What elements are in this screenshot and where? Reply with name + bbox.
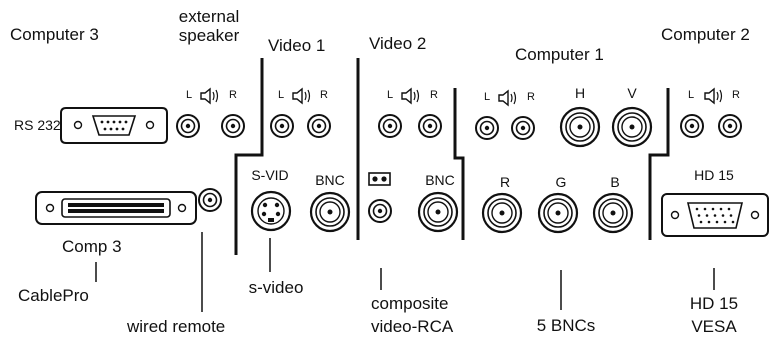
composite-rca-jack <box>368 199 392 223</box>
audio-jack-computer3-left <box>176 114 200 138</box>
bnc-connector-h <box>559 106 601 148</box>
audio-jack-video2-left <box>378 114 402 138</box>
section-title-computer3: Computer 3 <box>10 25 99 44</box>
section-title-computer1: Computer 1 <box>515 45 604 64</box>
audio-jack-computer2-right <box>718 114 742 138</box>
divider-video2-computer1 <box>453 88 465 240</box>
svideo-connector <box>250 190 292 232</box>
section-title-video1: Video 1 <box>268 36 326 55</box>
port-label-vsync: V <box>627 85 637 101</box>
audio-label-left: L <box>688 89 695 101</box>
callout-hd15-vesa-line2: VESA <box>691 317 737 336</box>
audio-label-right: R <box>320 89 328 101</box>
port-label-svid: S-VID <box>251 167 289 183</box>
callout-wired-remote: wired remote <box>127 317 226 336</box>
audio-jack-computer1-left <box>475 116 499 140</box>
composite-video-icon <box>368 172 391 186</box>
divider-computer1-computer2 <box>648 88 670 240</box>
port-label-rs232: RS 232 <box>14 117 61 133</box>
audio-label-left: L <box>484 91 491 103</box>
callout-hd15-vesa-line1: HD 15 <box>689 294 739 313</box>
bnc-connector-v <box>611 106 653 148</box>
audio-label-left: L <box>278 89 285 101</box>
bnc-connector-g <box>537 192 579 234</box>
audio-jack-computer2-left <box>680 114 704 138</box>
audio-label-right: R <box>732 89 740 101</box>
audio-label-right: R <box>430 89 438 101</box>
cablepro-connector <box>35 191 197 225</box>
callout-cablepro: CablePro <box>18 286 89 305</box>
speaker-icon-computer2 <box>704 88 723 104</box>
port-label-bnc-video1: BNC <box>315 172 345 188</box>
port-label-red: R <box>499 174 511 190</box>
port-label-blue: B <box>610 174 620 190</box>
section-title-external-speaker-line2: speaker <box>178 26 240 45</box>
callout-comp3: Comp 3 <box>62 237 122 256</box>
audio-jack-video2-right <box>418 114 442 138</box>
bnc-connector-b <box>592 192 634 234</box>
bnc-connector-video1 <box>309 191 351 233</box>
audio-label-left: L <box>387 89 394 101</box>
audio-jack-computer1-right <box>511 116 535 140</box>
speaker-icon-video2 <box>401 88 420 104</box>
audio-jack-computer3-right <box>221 114 245 138</box>
bnc-connector-video2 <box>417 191 459 233</box>
port-label-bnc-video2: BNC <box>425 172 455 188</box>
callout-composite-line2: video-RCA <box>371 317 454 336</box>
section-title-external-speaker-line1: external <box>178 7 240 26</box>
rs232-connector <box>60 107 168 144</box>
callout-svideo: s-video <box>248 278 304 297</box>
audio-jack-video1-right <box>307 114 331 138</box>
callout-five-bncs: 5 BNCs <box>536 316 596 335</box>
audio-label-right: R <box>229 89 237 101</box>
port-label-green: G <box>555 174 567 190</box>
port-label-hsync: H <box>574 85 586 101</box>
wired-remote-jack <box>198 188 222 212</box>
bnc-connector-r <box>481 192 523 234</box>
hd15-connector <box>661 193 769 237</box>
callout-composite-line1: composite <box>371 294 449 313</box>
speaker-icon-computer3 <box>200 88 219 104</box>
audio-label-left: L <box>186 89 193 101</box>
speaker-icon-video1 <box>292 88 311 104</box>
speaker-icon-computer1 <box>498 90 517 106</box>
port-label-hd15: HD 15 <box>694 167 734 183</box>
divider-computer3-video1 <box>234 58 264 255</box>
audio-jack-video1-left <box>270 114 294 138</box>
section-title-video2: Video 2 <box>369 34 427 53</box>
audio-label-right: R <box>527 91 535 103</box>
section-title-computer2: Computer 2 <box>661 25 750 44</box>
